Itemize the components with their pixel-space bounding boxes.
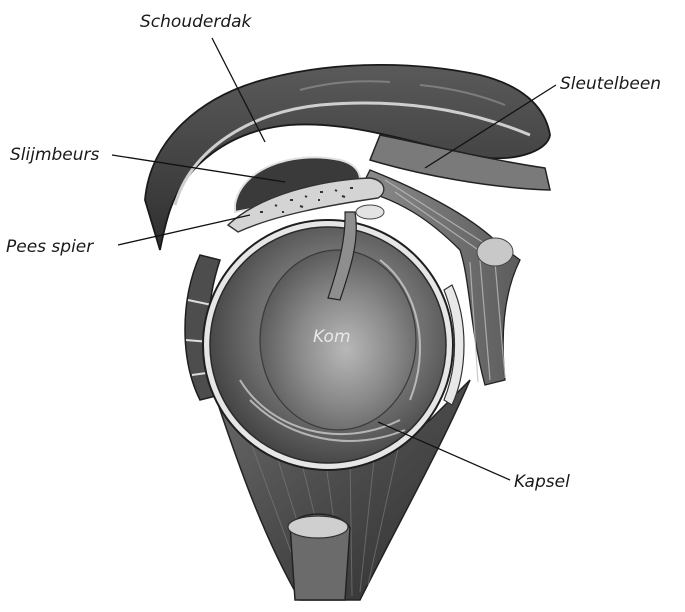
ligament-node <box>477 238 513 266</box>
label-slijmbeurs: Slijmbeurs <box>10 145 100 165</box>
leader-pees-spier <box>118 215 250 245</box>
label-sleutelbeen: Sleutelbeen <box>560 74 661 94</box>
label-kapsel: Kapsel <box>514 472 570 492</box>
label-schouderdak: Schouderdak <box>140 12 253 32</box>
label-kom: Kom <box>313 327 351 347</box>
label-pees-spier: Pees spier <box>6 237 94 257</box>
biceps-stump-cross-section <box>288 516 348 538</box>
biceps-tendon-end <box>356 205 384 219</box>
